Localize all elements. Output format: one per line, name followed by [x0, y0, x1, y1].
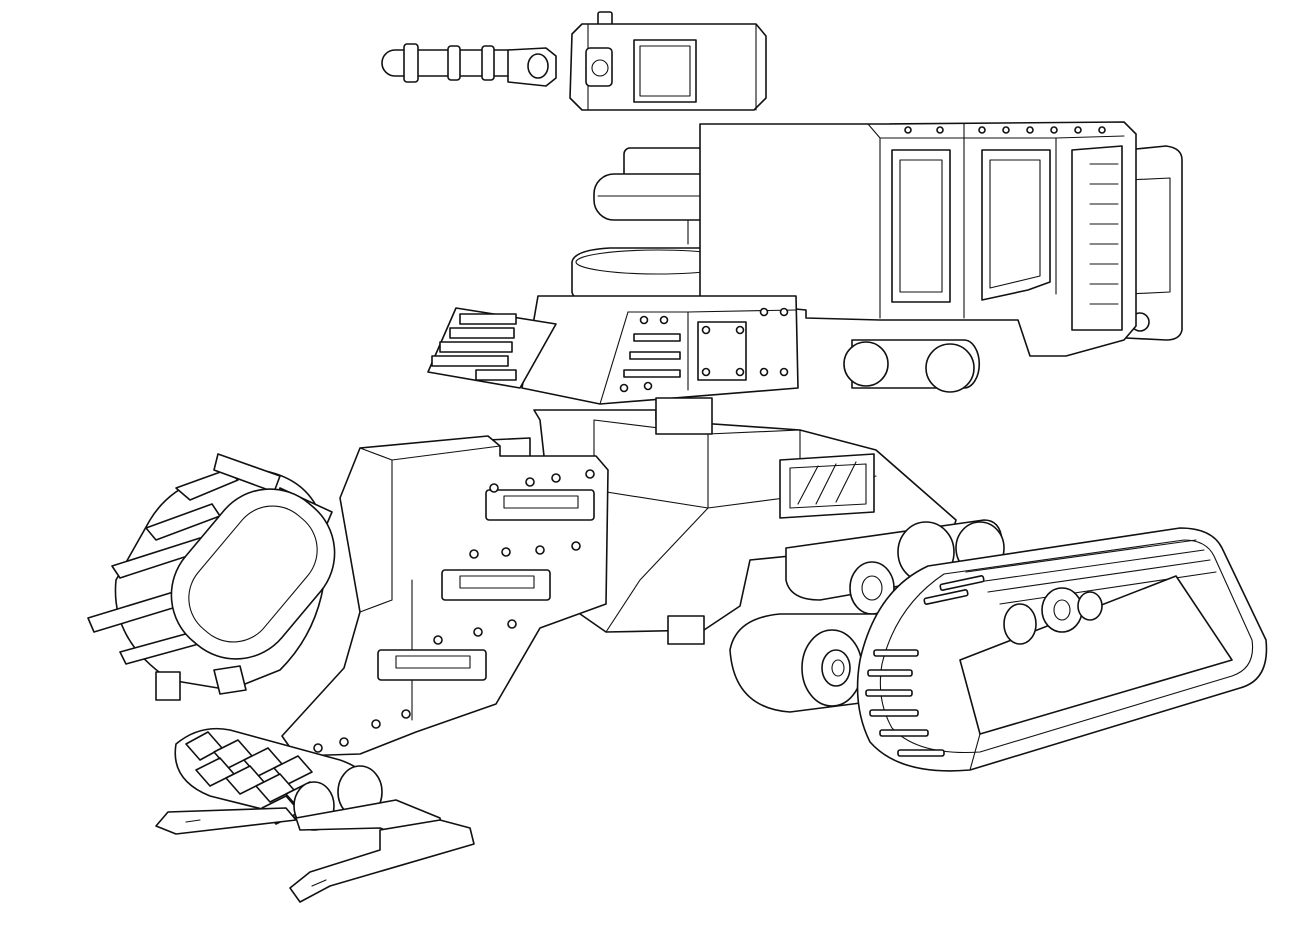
rear-track	[856, 527, 1268, 772]
paddle-wheel	[87, 453, 336, 701]
front-armor-block	[427, 295, 799, 405]
cargo-box	[699, 121, 1183, 393]
cannon-barrel	[381, 43, 557, 87]
main-chassis	[487, 397, 957, 645]
front-skid-plate	[155, 799, 475, 903]
turret-head	[569, 11, 767, 111]
side-armor-plate	[281, 435, 609, 757]
